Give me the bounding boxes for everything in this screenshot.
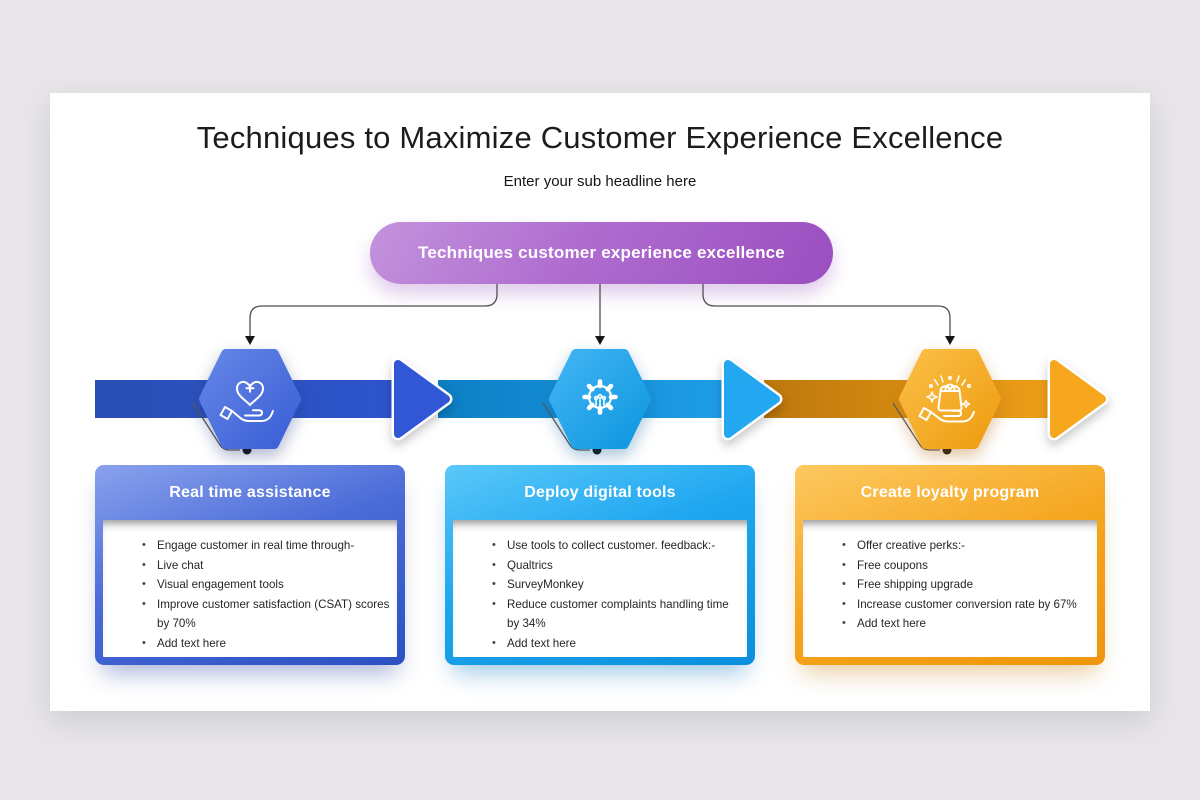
- bullet-item: Qualtrics: [489, 556, 743, 576]
- card-leader-lines: [192, 402, 940, 451]
- hexagon-step-2: [549, 349, 651, 449]
- hexagon-step-1: [199, 349, 301, 449]
- hand-heart-care-icon: [219, 380, 274, 422]
- hexagon-step-3: [899, 349, 1001, 449]
- digital-gear-icon: [582, 379, 618, 415]
- card-body: Offer creative perks:-Free couponsFree s…: [803, 520, 1097, 657]
- card-leader-dots: [242, 445, 952, 455]
- arrow-band-1: [95, 380, 402, 418]
- page-title: Techniques to Maximize Customer Experien…: [196, 120, 1004, 155]
- card-title: Create loyalty program: [860, 483, 1040, 501]
- bullet-list: Offer creative perks:-Free couponsFree s…: [803, 520, 1097, 634]
- card-create-loyalty-program: Create loyalty program Offer creative pe…: [795, 465, 1105, 665]
- card-body: Use tools to collect customer. feedback:…: [453, 520, 747, 657]
- bullet-item: Reduce customer complaints handling time…: [489, 595, 743, 634]
- arrow-head-3: [1047, 357, 1109, 441]
- card-title: Real time assistance: [169, 483, 331, 501]
- arrow-head-1: [391, 357, 453, 441]
- banner-label: Techniques customer experience excellenc…: [418, 243, 785, 262]
- page-subtitle: Enter your sub headline here: [503, 173, 697, 190]
- card-title: Deploy digital tools: [524, 483, 676, 501]
- bullet-item: Free coupons: [839, 556, 1093, 576]
- banner-connectors: [249, 284, 951, 336]
- connector-arrowheads: [245, 336, 955, 345]
- card-body: Engage customer in real time through-Liv…: [103, 520, 397, 657]
- bullet-item: SurveyMonkey: [489, 575, 743, 595]
- bullet-list: Use tools to collect customer. feedback:…: [453, 520, 747, 653]
- arrow-band-2: [438, 380, 738, 418]
- card-deploy-digital-tools: Deploy digital tools Use tools to collec…: [445, 465, 755, 665]
- bullet-item: Increase customer conversion rate by 67%: [839, 595, 1093, 615]
- hand-gift-loyalty-icon: [918, 375, 975, 423]
- bullet-list: Engage customer in real time through-Liv…: [103, 520, 397, 653]
- bullet-item: Use tools to collect customer. feedback:…: [489, 536, 743, 556]
- card-real-time-assistance: Real time assistance Engage customer in …: [95, 465, 405, 665]
- bullet-item: Live chat: [139, 556, 393, 576]
- bullet-item: Free shipping upgrade: [839, 575, 1093, 595]
- bullet-item: Offer creative perks:-: [839, 536, 1093, 556]
- bullet-item: Add text here: [489, 634, 743, 654]
- bullet-item: Improve customer satisfaction (CSAT) sco…: [139, 595, 393, 634]
- arrow-head-2: [721, 357, 783, 441]
- banner-pill: Techniques customer experience excellenc…: [370, 222, 833, 284]
- bullet-item: Add text here: [139, 634, 393, 654]
- bullet-item: Visual engagement tools: [139, 575, 393, 595]
- arrow-band-3: [764, 380, 1064, 418]
- bullet-item: Engage customer in real time through-: [139, 536, 393, 556]
- bullet-item: Add text here: [839, 614, 1093, 634]
- slide-canvas: Techniques to Maximize Customer Experien…: [50, 93, 1150, 711]
